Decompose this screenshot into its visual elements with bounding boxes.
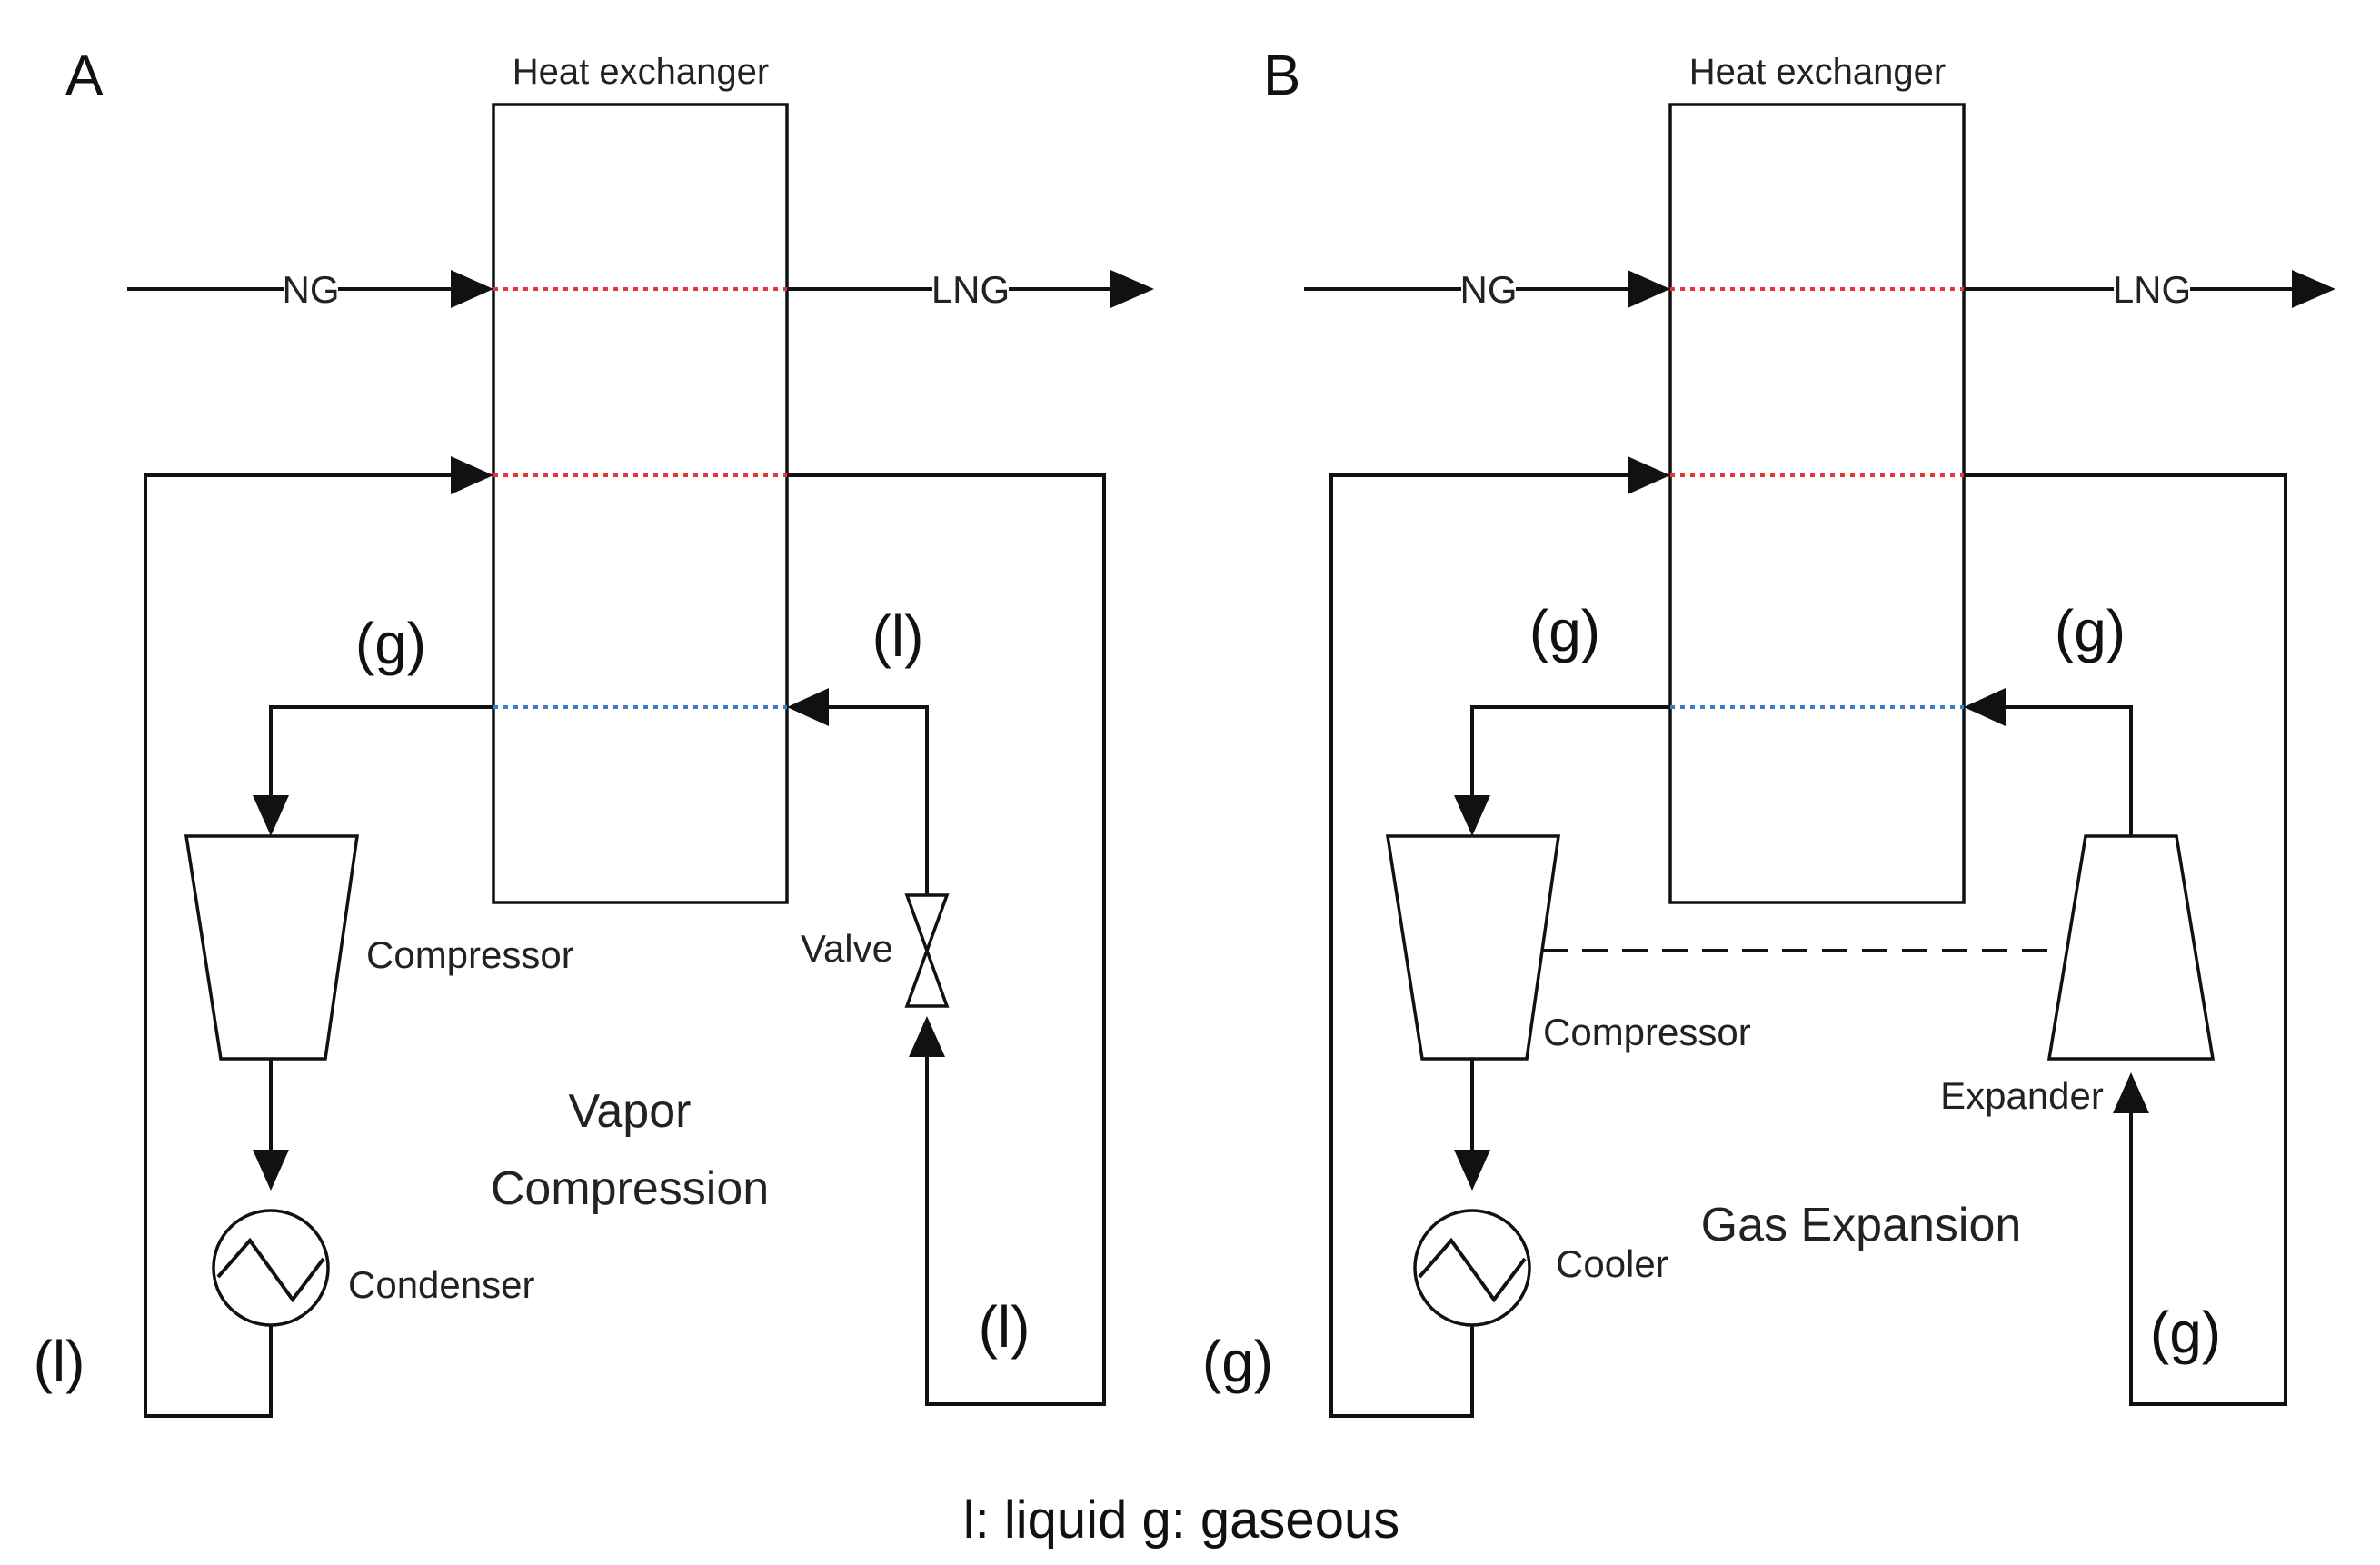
panel-a-ng-label: NG xyxy=(283,268,340,311)
panel-b-loop-right xyxy=(1964,473,2287,1406)
panel-a-heat-exchanger-label: Heat exchanger xyxy=(513,52,769,92)
panel-b-expander-to-hx-line xyxy=(2004,705,2133,836)
panel-b-ng-label: NG xyxy=(1460,268,1518,311)
panel-b-state-bottom-left: (g) xyxy=(1202,1329,1273,1394)
panel-a-ng-arrow xyxy=(451,270,493,308)
panel-a-lng-label: LNG xyxy=(931,268,1010,311)
panel-a-hx-warm-inlet-arrow xyxy=(451,456,493,494)
panel-b: B Heat exchanger NG LNG Expander Compres… xyxy=(1202,45,2335,1418)
panel-b-heat-exchanger-label: Heat exchanger xyxy=(1689,52,1946,92)
panel-b-state-top-right: (g) xyxy=(2055,598,2126,663)
panel-b-hx-cold-inlet-arrow xyxy=(1964,688,2006,726)
panel-b-letter: B xyxy=(1263,45,1300,107)
panel-a-valve-inlet-arrow xyxy=(909,1016,945,1057)
panel-a-condenser-coil-icon xyxy=(216,1237,325,1303)
panel-a-lng-arrow xyxy=(1110,270,1154,308)
panel-a-hx-cold-inlet-arrow xyxy=(787,688,829,726)
panel-a-condenser-inlet-arrow xyxy=(253,1150,289,1191)
panel-a-valve-label: Valve xyxy=(801,927,893,970)
panel-a-loop-right xyxy=(787,473,1106,1406)
panel-b-loop-left xyxy=(1329,473,1631,1418)
panel-a-loop-left xyxy=(144,473,454,1418)
panel-b-lng-label: LNG xyxy=(2113,268,2191,311)
panel-b-expander-label: Expander xyxy=(1940,1074,2104,1117)
panel-a-valve-to-hx-line xyxy=(827,705,929,895)
panel-a-compressor-inlet-arrow xyxy=(253,795,289,836)
panel-b-state-bottom-right: (g) xyxy=(2150,1300,2221,1365)
panel-a-valve xyxy=(904,893,950,1008)
panel-a-cycle-label-line1: Vapor xyxy=(569,1085,692,1138)
panel-a-condenser-label: Condenser xyxy=(348,1263,534,1306)
panel-b-heat-exchanger xyxy=(1668,103,1966,904)
panel-a: A Heat exchanger NG LNG Compressor C xyxy=(34,45,1154,1418)
panel-b-cycle-label: Gas Expansion xyxy=(1701,1199,2022,1251)
panel-a-heat-exchanger xyxy=(492,103,789,904)
legend: l: liquid g: gaseous xyxy=(963,1490,1399,1550)
panel-b-compressor-label: Compressor xyxy=(1543,1011,1751,1053)
panel-b-state-top-left: (g) xyxy=(1529,598,1600,663)
panel-a-letter: A xyxy=(65,45,104,107)
panel-b-cooler-inlet-arrow xyxy=(1454,1150,1490,1191)
panel-b-ng-arrow xyxy=(1628,270,1670,308)
panel-b-hx-to-compressor-line xyxy=(1470,705,1670,798)
panel-b-expander xyxy=(2046,834,2216,1061)
panel-a-hx-to-compressor-line xyxy=(269,705,493,798)
panel-b-cooler-label: Cooler xyxy=(1556,1242,1668,1285)
panel-a-state-top-left: (g) xyxy=(355,611,426,676)
panel-a-state-bottom-right: (l) xyxy=(979,1294,1031,1360)
panel-a-compressor xyxy=(184,834,360,1061)
panel-b-compressor-inlet-arrow xyxy=(1454,795,1490,836)
panel-b-hx-warm-inlet-arrow xyxy=(1628,456,1670,494)
panel-a-state-top-right: (l) xyxy=(872,603,924,669)
panel-b-expander-inlet-arrow xyxy=(2113,1072,2149,1113)
panel-a-state-bottom-left: (l) xyxy=(34,1329,85,1394)
panel-b-compressor xyxy=(1385,834,1561,1061)
panel-b-cooler-coil-icon xyxy=(1418,1237,1527,1303)
panel-b-lng-arrow xyxy=(2292,270,2335,308)
panel-a-compressor-label: Compressor xyxy=(366,933,574,976)
panel-a-cycle-label-line2: Compression xyxy=(491,1162,769,1215)
